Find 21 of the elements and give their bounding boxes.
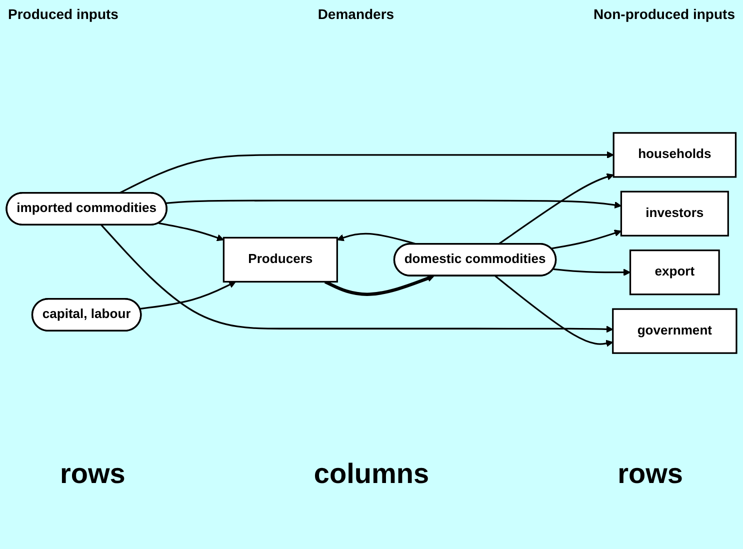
footer-label: rows xyxy=(618,458,683,490)
arrow xyxy=(498,173,614,245)
node-box: households xyxy=(612,132,737,178)
node-box: Producers xyxy=(222,236,338,283)
arrow xyxy=(158,222,224,242)
arrow xyxy=(553,268,631,276)
arrow xyxy=(551,230,622,250)
column-heading: Demanders xyxy=(318,6,394,22)
footer-label: rows xyxy=(60,458,126,490)
arrow xyxy=(324,274,434,296)
column-heading: Produced inputs xyxy=(8,6,118,22)
arrow xyxy=(100,224,614,333)
arrow xyxy=(140,281,236,310)
arrow xyxy=(494,275,614,347)
node-box: government xyxy=(612,308,738,354)
arrow xyxy=(118,151,614,194)
column-heading: Non-produced inputs xyxy=(593,6,735,22)
node-box: export xyxy=(629,250,720,296)
node-box: investors xyxy=(620,190,729,236)
arrow xyxy=(166,200,622,209)
footer-label: columns xyxy=(314,458,430,490)
